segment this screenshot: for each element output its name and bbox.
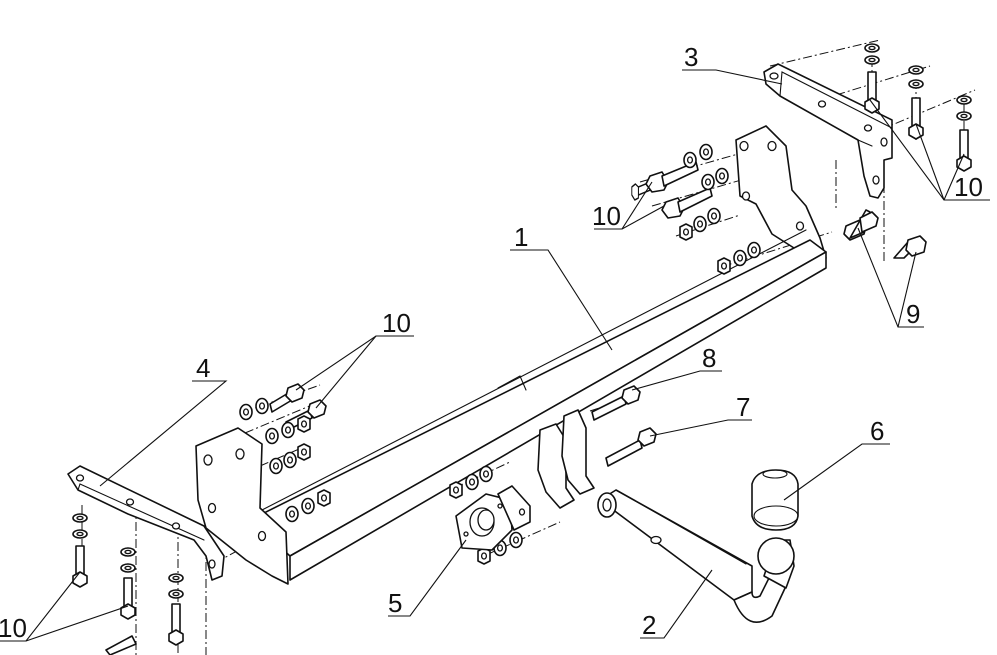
- socket-plate: [455, 485, 531, 551]
- callout-9: 9: [906, 299, 920, 329]
- callout-8: 8: [702, 343, 716, 373]
- callout-10-middle: 10: [382, 308, 411, 338]
- leader-lines: [0, 69, 990, 642]
- bolts-9: [843, 209, 927, 259]
- bolt-8: [591, 385, 641, 421]
- callout-2: 2: [642, 610, 656, 640]
- main-cross-beam: [195, 125, 827, 585]
- callout-1: 1: [514, 222, 528, 252]
- callout-6: 6: [870, 416, 884, 446]
- bracket3-bolt-stack-2: [908, 65, 924, 140]
- left-mounting-bracket: [67, 465, 225, 581]
- left-plate-bolts-10: [239, 383, 331, 523]
- left-bracket-bolt-stacks: [72, 513, 184, 655]
- callout-labels: 1 2 3 4 5 6 7 8 9 10 10 10 10: [0, 42, 983, 643]
- callout-10-lower-left: 10: [0, 613, 27, 643]
- callout-5: 5: [388, 588, 402, 618]
- right-plate-bolts-10: [630, 143, 761, 275]
- callout-4: 4: [196, 353, 210, 383]
- callout-10-upper-left: 10: [592, 201, 621, 231]
- ball-cap: [751, 469, 799, 531]
- bolt-7: [605, 427, 657, 467]
- callout-7: 7: [736, 392, 750, 422]
- right-mounting-bracket: [763, 63, 893, 199]
- callout-10-upper-right: 10: [954, 172, 983, 202]
- tow-ball-bar: [597, 489, 795, 623]
- callout-3: 3: [684, 42, 698, 72]
